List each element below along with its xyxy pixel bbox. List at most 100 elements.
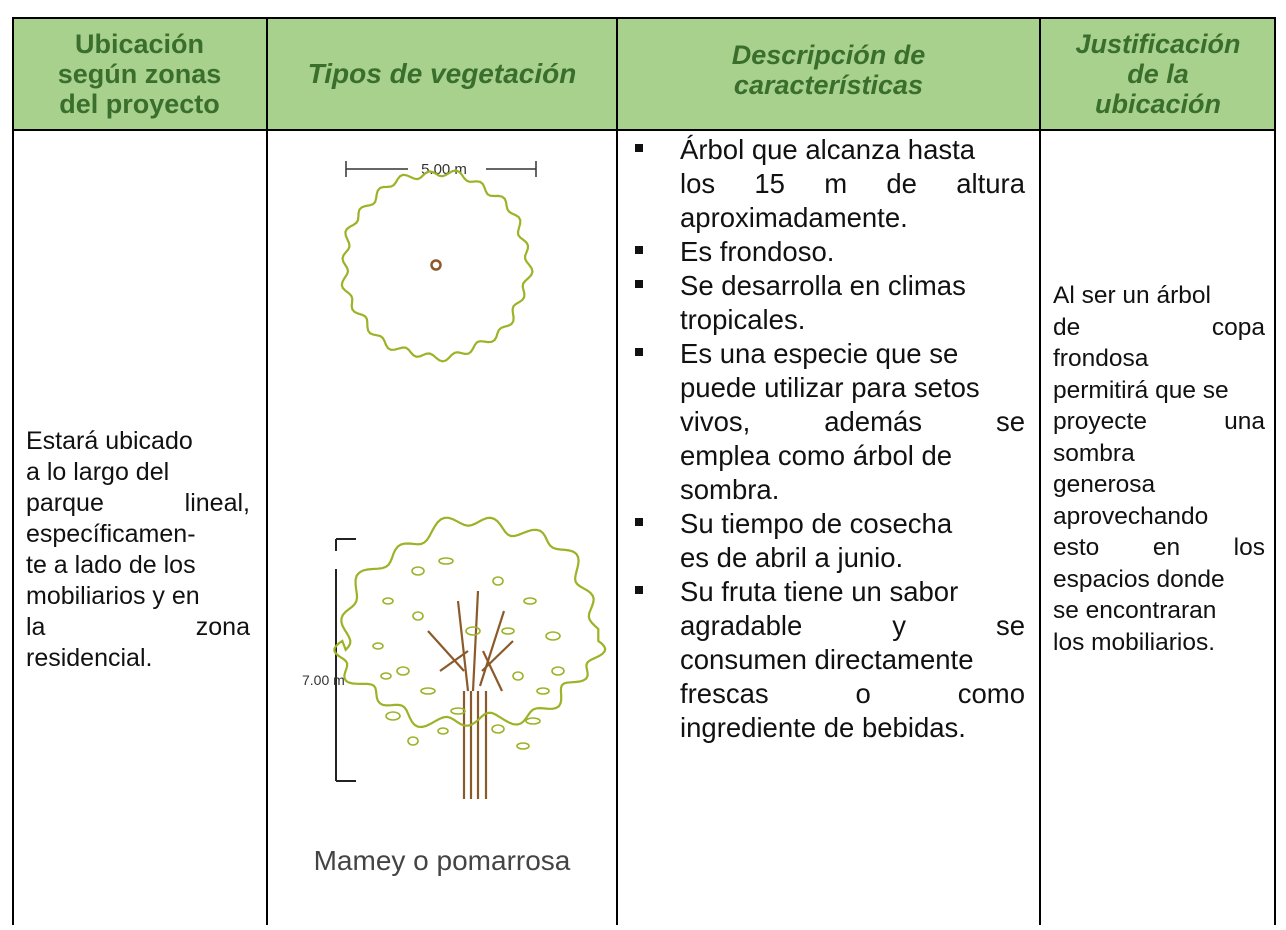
leaf-cluster xyxy=(465,626,481,636)
plan-dimension-line xyxy=(345,161,537,177)
characteristic-line: Árbol que alcanza hasta xyxy=(680,134,976,165)
header-description-line: características xyxy=(733,70,924,100)
characteristic-line: ingrediente de bebidas. xyxy=(680,712,966,743)
column-divider xyxy=(266,17,268,925)
leaf-cluster xyxy=(516,742,530,750)
leaf-cluster xyxy=(491,724,505,734)
leaf-cluster xyxy=(525,717,541,725)
trunk-plan-mark xyxy=(430,259,442,271)
characteristic-item: Es frondoso. xyxy=(630,235,1025,269)
text-word: copa xyxy=(1211,313,1265,341)
canopy-leaf-details xyxy=(372,557,565,750)
characteristic-line: Su fruta tiene un sabor xyxy=(680,576,959,607)
leaf-cluster xyxy=(407,736,419,746)
header-justification-line: de la xyxy=(1127,59,1189,89)
text-word: agradable xyxy=(680,610,803,641)
text-word: m xyxy=(824,168,848,199)
text-line: residencial. xyxy=(26,643,250,674)
text-line: a lo largo del xyxy=(26,457,250,488)
text-line: se encontraran xyxy=(1053,595,1265,627)
text-word: parque xyxy=(26,489,104,517)
characteristic-line: tropicales. xyxy=(680,304,806,335)
text-word: de xyxy=(1053,313,1081,341)
leaf-cluster xyxy=(382,597,394,605)
text-word: los mobiliarios. xyxy=(1053,628,1216,656)
leaf-cluster xyxy=(420,687,436,695)
text-word: de xyxy=(886,168,917,199)
leaf-cluster xyxy=(372,642,384,650)
header-vegetation-type: Tipos de vegetación xyxy=(268,18,616,130)
leaf-cluster xyxy=(450,707,466,715)
header-location: Ubicación según zonas del proyecto xyxy=(13,18,266,130)
characteristic-line: aproximadamente. xyxy=(680,202,908,233)
leaf-cluster xyxy=(380,672,392,680)
characteristic-line: Se desarrolla en climas xyxy=(680,270,966,301)
text-word: una xyxy=(1224,408,1265,435)
trunk-elevation xyxy=(427,590,514,799)
text-line: aprovechando xyxy=(1053,501,1265,533)
characteristic-line: es de abril a junio. xyxy=(680,542,904,573)
text-line: permitirá que se xyxy=(1053,375,1265,407)
table-border-left xyxy=(12,17,14,925)
text-word: te a lado de los xyxy=(26,551,196,579)
table-border-right xyxy=(1274,17,1276,925)
canopy-plan-outline xyxy=(340,169,534,363)
leaf-cluster xyxy=(523,597,537,605)
text-word: altura xyxy=(956,168,1025,199)
tree-illustration: 5.00 m 7.00 m xyxy=(268,131,616,925)
text-line: de copa xyxy=(1053,312,1265,344)
text-word: mobiliarios y en xyxy=(26,582,200,610)
leaf-cluster xyxy=(551,666,565,676)
leaf-cluster xyxy=(437,727,449,735)
text-word: los xyxy=(1233,534,1265,561)
text-word: residencial. xyxy=(26,644,153,672)
text-word: en xyxy=(1152,534,1181,561)
text-line: sombra xyxy=(1053,438,1265,470)
characteristic-line: puede utilizar para setos xyxy=(680,372,980,403)
text-word: Estará ubicado xyxy=(26,427,193,455)
leaf-cluster xyxy=(412,611,424,621)
text-word: frondosa xyxy=(1053,345,1149,372)
leaf-cluster xyxy=(385,711,401,721)
text-word: permitirá que se xyxy=(1053,376,1229,404)
text-line: Estará ubicado xyxy=(26,426,250,457)
text-word: 15 xyxy=(754,168,785,199)
text-word: se xyxy=(995,610,1025,641)
characteristic-line: sombra. xyxy=(680,474,780,505)
column-divider xyxy=(1039,17,1041,925)
table-header-background xyxy=(13,18,1275,130)
text-line: específicamen- xyxy=(26,519,250,550)
header-vegetation-label: Tipos de vegetación xyxy=(307,58,577,89)
leaf-cluster xyxy=(396,666,410,676)
text-line: Al ser un árbol xyxy=(1053,280,1265,312)
text-word: Al ser un árbol xyxy=(1053,282,1211,309)
column-divider xyxy=(616,17,618,925)
text-word: como xyxy=(957,678,1025,709)
text-line: generosa xyxy=(1053,469,1265,501)
table-header-divider xyxy=(12,129,1276,131)
leaf-cluster xyxy=(411,566,425,576)
leaf-cluster xyxy=(512,671,524,681)
text-word: o xyxy=(855,678,871,709)
characteristic-line: Su tiempo de cosecha xyxy=(680,508,953,539)
elevation-dimension-line xyxy=(335,538,356,782)
leaf-cluster xyxy=(492,576,504,586)
header-description: Descripción de características xyxy=(618,14,1039,126)
leaf-cluster xyxy=(536,687,550,695)
text-line: mobiliarios y en xyxy=(26,581,250,612)
characteristic-line: Es frondoso. xyxy=(680,236,835,267)
text-line: frondosa xyxy=(1053,343,1265,375)
characteristic-line: consumen directamente xyxy=(680,644,974,675)
